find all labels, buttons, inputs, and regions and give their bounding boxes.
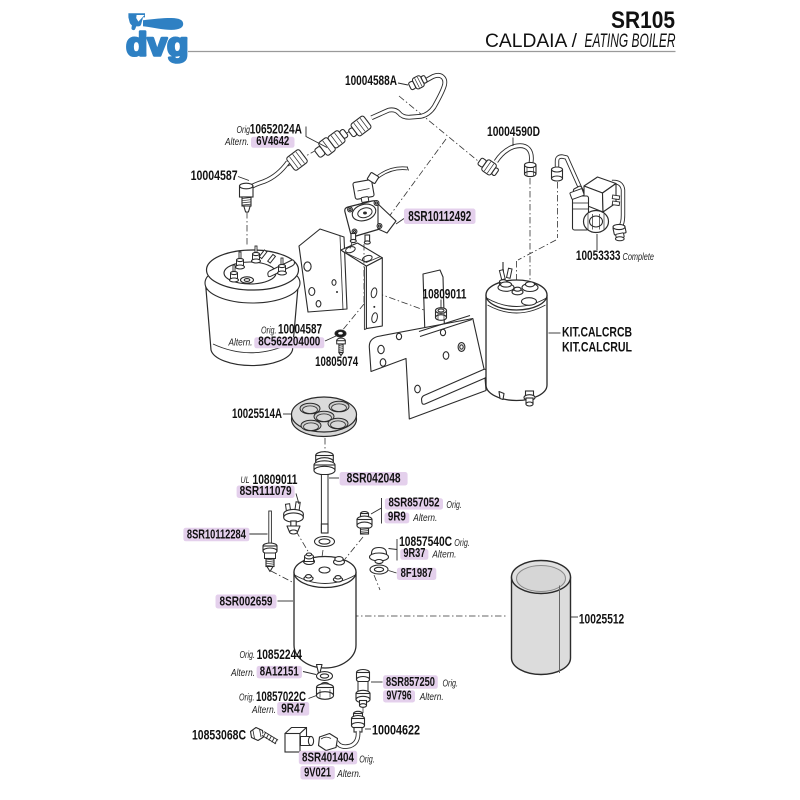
svg-text:Altern.: Altern. (230, 667, 255, 679)
svg-text:9V796: 9V796 (387, 688, 412, 703)
svg-text:10004588A: 10004588A (345, 72, 397, 88)
svg-text:10809011: 10809011 (423, 286, 467, 302)
svg-text:UL: UL (241, 475, 250, 486)
svg-text:8SR10112284: 8SR10112284 (187, 526, 247, 541)
svg-text:8A12151: 8A12151 (260, 663, 299, 678)
svg-text:8SR857250: 8SR857250 (386, 674, 435, 689)
svg-text:8SR10112492: 8SR10112492 (408, 209, 471, 225)
svg-text:10857540C: 10857540C (399, 534, 452, 549)
svg-text:8SR042048: 8SR042048 (347, 471, 401, 486)
svg-text:Altern.: Altern. (413, 512, 438, 524)
svg-text:Altern.: Altern. (336, 768, 361, 780)
svg-text:9R47: 9R47 (281, 701, 305, 716)
svg-text:8C562204000: 8C562204000 (258, 333, 320, 348)
svg-text:Orig.: Orig. (446, 499, 462, 511)
svg-text:EATING BOILER: EATING BOILER (585, 30, 676, 52)
svg-text:Orig.: Orig. (240, 649, 256, 661)
svg-text:Altern.: Altern. (224, 136, 249, 148)
svg-text:9R9: 9R9 (388, 509, 406, 523)
svg-text:10004587: 10004587 (278, 322, 322, 337)
svg-text:9R37: 9R37 (403, 546, 425, 560)
svg-text:10857022C: 10857022C (256, 689, 306, 704)
svg-text:6V4642: 6V4642 (256, 133, 289, 148)
svg-text:10652024A: 10652024A (250, 120, 302, 136)
svg-text:8F1987: 8F1987 (401, 565, 433, 580)
svg-text:10053333: 10053333 (576, 247, 621, 263)
svg-text:Orig.: Orig. (239, 692, 255, 704)
svg-text:Complete: Complete (623, 251, 655, 263)
svg-text:Orig.: Orig. (454, 537, 470, 549)
svg-text:Altern.: Altern. (251, 704, 276, 716)
svg-text:10004587: 10004587 (191, 167, 238, 183)
svg-text:Orig.: Orig. (443, 677, 459, 689)
svg-text:10025514A: 10025514A (232, 405, 282, 421)
svg-text:8SR401404: 8SR401404 (302, 749, 355, 764)
svg-text:Altern.: Altern. (432, 549, 457, 561)
svg-text:Orig.: Orig. (237, 124, 253, 136)
svg-text:SR105: SR105 (611, 7, 675, 34)
svg-text:KIT.CALCRCB: KIT.CALCRCB (562, 324, 632, 340)
svg-text:Orig.: Orig. (261, 325, 277, 337)
svg-text:8SR857052: 8SR857052 (388, 496, 439, 510)
svg-text:9V021: 9V021 (304, 765, 331, 780)
svg-text:10004622: 10004622 (372, 722, 420, 738)
svg-text:Altern.: Altern. (228, 337, 253, 349)
svg-text:CALDAIA /: CALDAIA / (485, 30, 578, 52)
svg-text:10853068C: 10853068C (192, 727, 246, 743)
svg-text:10805074: 10805074 (315, 353, 358, 369)
svg-text:10809011: 10809011 (253, 472, 298, 487)
svg-text:10025512: 10025512 (579, 611, 624, 627)
svg-text:dvg: dvg (126, 26, 189, 63)
svg-text:Altern.: Altern. (419, 691, 444, 703)
svg-text:Orig.: Orig. (359, 754, 375, 766)
svg-text:10852244: 10852244 (257, 647, 303, 662)
svg-text:10004590D: 10004590D (487, 123, 540, 139)
svg-text:8SR002659: 8SR002659 (220, 594, 273, 609)
svg-text:KIT.CALCRUL: KIT.CALCRUL (562, 339, 632, 355)
svg-text:8SR111079: 8SR111079 (240, 483, 292, 498)
